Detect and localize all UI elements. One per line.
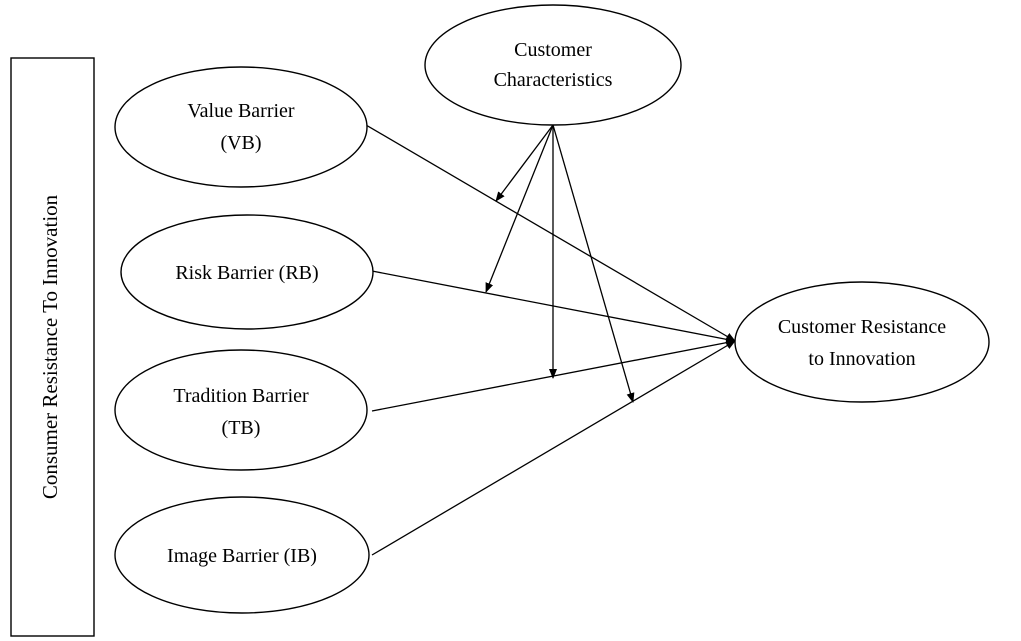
node-value-barrier: Value Barrier (VB) <box>114 66 368 188</box>
customer-characteristics-line-2: Characteristics <box>494 69 613 91</box>
value-barrier-line-2: (VB) <box>220 132 261 154</box>
tradition-barrier-line-2: (TB) <box>222 417 261 439</box>
image-barrier-line-1: Image Barrier (IB) <box>167 545 317 567</box>
node-customer-characteristics: Customer Characteristics <box>424 4 682 126</box>
edge-moderator-to-value-path <box>495 124 554 202</box>
edge-value-to-resistance <box>365 124 736 342</box>
value-barrier-line-1: Value Barrier <box>187 100 295 122</box>
customer-resistance-line-1: Customer Resistance <box>778 316 946 338</box>
side-box-label: Consumer Resistance To Innovation <box>38 194 62 499</box>
side-box-frame <box>10 57 95 637</box>
edges <box>365 124 736 556</box>
edge-moderator-to-image-path <box>552 124 635 403</box>
node-tradition-barrier: Tradition Barrier (TB) <box>114 349 368 471</box>
customer-characteristics-line-1: Customer <box>514 39 592 61</box>
side-box: Consumer Resistance To Innovation <box>10 57 95 637</box>
edge-moderator-to-risk-path <box>485 124 554 293</box>
customer-resistance-line-2: to Innovation <box>808 348 915 370</box>
node-risk-barrier: Risk Barrier (RB) <box>120 214 374 330</box>
risk-barrier-line-1: Risk Barrier (RB) <box>175 262 318 284</box>
tradition-barrier-line-1: Tradition Barrier <box>173 385 309 407</box>
node-image-barrier: Image Barrier (IB) <box>114 496 370 614</box>
edge-image-to-resistance <box>371 340 736 556</box>
node-customer-resistance: Customer Resistance to Innovation <box>734 281 990 403</box>
